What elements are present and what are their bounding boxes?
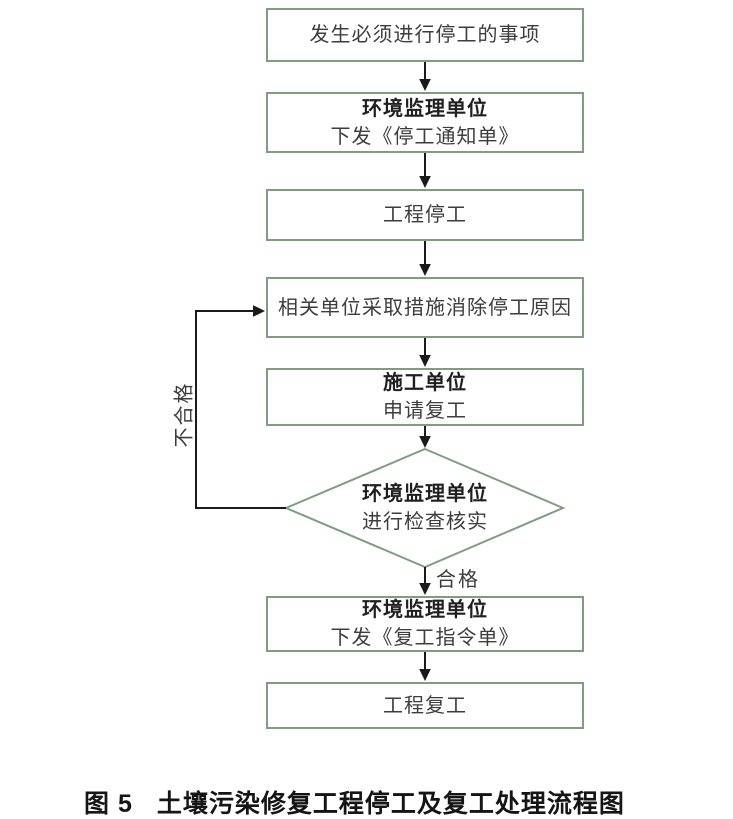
node-project-resumed: 工程复工 bbox=[266, 682, 584, 729]
node-subtitle: 进行检查核实 bbox=[362, 511, 488, 533]
node-project-stopped: 工程停工 bbox=[266, 189, 584, 241]
figure-number: 图 5 bbox=[84, 790, 133, 818]
node-label: 相关单位采取措施消除停工原因 bbox=[278, 296, 572, 319]
node-contractor-apply-resume: 施工单位 申请复工 bbox=[266, 368, 584, 426]
node-subtitle: 下发《复工指令单》 bbox=[330, 627, 520, 649]
arrow-resume-order-to-resumed bbox=[419, 652, 431, 681]
node-title: 施工单位 bbox=[383, 372, 467, 394]
arrow-stop-event-to-supervisor bbox=[419, 62, 431, 91]
node-eliminate-stop-cause: 相关单位采取措施消除停工原因 bbox=[266, 277, 584, 338]
node-title: 环境监理单位 bbox=[362, 483, 488, 505]
arrow-verify-pass-to-resume-order bbox=[419, 567, 431, 595]
node-label: 发生必须进行停工的事项 bbox=[309, 24, 541, 46]
figure-title: 土壤污染修复工程停工及复工处理流程图 bbox=[156, 790, 625, 818]
node-title: 环境监理单位 bbox=[362, 97, 488, 120]
node-supervisor-verify: 环境监理单位 进行检查核实 bbox=[286, 449, 564, 567]
arrow-apply-to-verify bbox=[419, 426, 431, 448]
node-subtitle: 申请复工 bbox=[383, 400, 467, 422]
node-label: 工程复工 bbox=[383, 694, 467, 717]
figure-caption: 图 5 土壤污染修复工程停工及复工处理流程图 bbox=[84, 784, 625, 819]
node-stop-event: 发生必须进行停工的事项 bbox=[266, 8, 584, 62]
node-supervisor-issue-resume-order: 环境监理单位 下发《复工指令单》 bbox=[266, 596, 584, 652]
node-supervisor-issue-stop-notice: 环境监理单位 下发《停工通知单》 bbox=[266, 92, 584, 153]
edge-label-pass: 合格 bbox=[436, 569, 480, 591]
node-title: 环境监理单位 bbox=[362, 599, 488, 621]
arrow-stop-to-eliminate bbox=[419, 241, 431, 276]
node-subtitle: 下发《停工通知单》 bbox=[330, 125, 520, 148]
arrow-supervisor-to-stop bbox=[419, 153, 431, 188]
arrow-eliminate-to-apply bbox=[419, 338, 431, 367]
node-label: 工程停工 bbox=[383, 204, 467, 226]
edge-label-fail: 不合格 bbox=[173, 381, 196, 448]
arrow-verify-fail-feedback bbox=[195, 305, 286, 509]
